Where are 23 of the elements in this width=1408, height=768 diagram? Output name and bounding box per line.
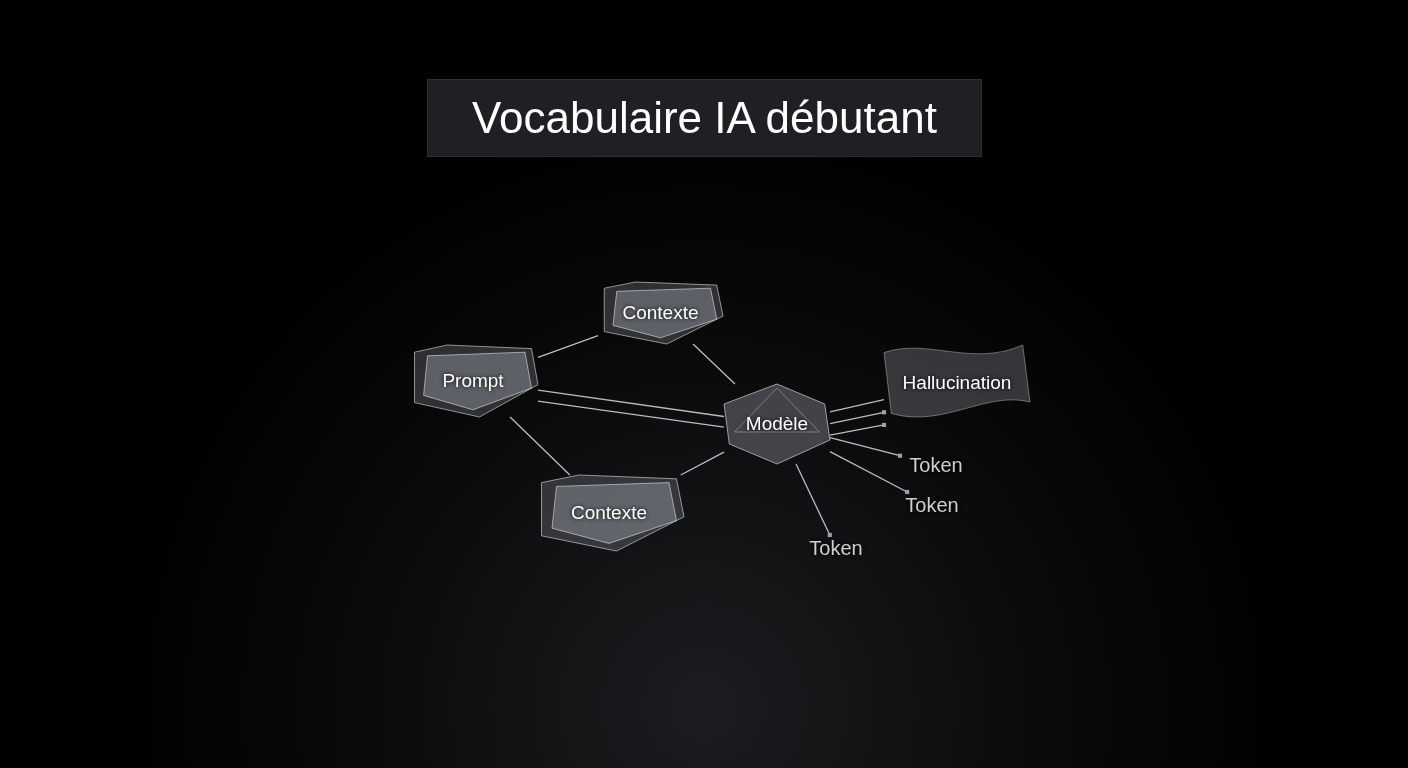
- glass-node: [724, 384, 830, 464]
- node-label: Contexte: [622, 302, 699, 324]
- connector-line: [795, 463, 832, 538]
- connector-line: [829, 399, 885, 413]
- connector-line: [829, 437, 903, 458]
- connector-line: [509, 416, 571, 476]
- connector-line: [829, 422, 887, 436]
- node-label: Token: [809, 536, 863, 560]
- connector-line: [829, 451, 910, 495]
- node-label: Token: [909, 453, 963, 477]
- connector-line: [692, 343, 736, 385]
- node-label: Prompt: [442, 370, 504, 392]
- node-label: Token: [905, 493, 959, 517]
- title-banner: Vocabulaire IA débutant: [427, 79, 982, 157]
- node-label: Hallucination: [902, 372, 1012, 394]
- glass-node: [884, 345, 1030, 421]
- node-label: Contexte: [570, 502, 647, 524]
- connector-line: [537, 400, 725, 428]
- node-label: Modèle: [745, 413, 809, 435]
- connector-line: [537, 389, 725, 418]
- connector-line: [829, 410, 887, 425]
- connector-line: [680, 451, 725, 476]
- connector-line: [537, 335, 599, 359]
